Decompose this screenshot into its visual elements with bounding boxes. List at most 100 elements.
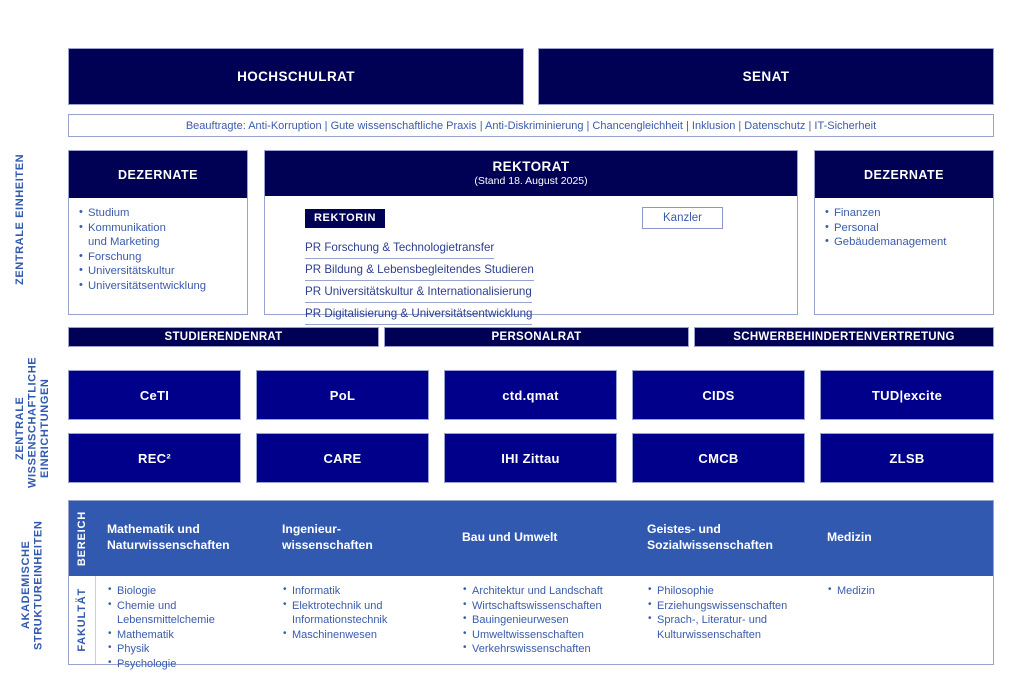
list-item: Finanzen (825, 205, 983, 221)
list-item: Biologie (108, 583, 265, 599)
prorektorat-row: PR Forschung & Technologietransfer (305, 237, 781, 259)
list-item: Erziehungswissenschaften (648, 598, 810, 614)
list-item: Sprach-, Literatur- und (648, 612, 810, 628)
box-zwe-zlsb[interactable]: ZLSB (820, 433, 994, 483)
list-item: Informatik (283, 583, 445, 599)
prorektorat-row: PR Digitalisierung & Universitätsentwick… (305, 303, 781, 325)
rektorat-subtitle: (Stand 18. August 2025) (474, 175, 588, 187)
academic-header-row: BEREICH Mathematik und Naturwissenschaft… (69, 501, 993, 576)
prorektorat-row: PR Universitätskultur & Internationalisi… (305, 281, 781, 303)
list-item: Verkehrswissenschaften (463, 641, 630, 657)
list-item: Universitätsentwicklung (79, 278, 237, 294)
head-line-1: Medizin (827, 530, 872, 544)
faculty-list: Biologie Chemie und Lebensmittelchemie M… (108, 583, 265, 671)
box-kanzler[interactable]: Kanzler (642, 207, 723, 229)
faculty-list-wrap: Philosophie Erziehungswissenschaften Spr… (636, 576, 816, 642)
box-zwe-care[interactable]: CARE (256, 433, 429, 483)
faculty-list: Architektur und Landschaft Wirtschaftswi… (463, 583, 630, 657)
list-item: Informationstechnik (292, 614, 388, 626)
list-item: Mathematik (108, 627, 265, 643)
section-label-zentrale-einheiten: ZENTRALE EINHEITEN (14, 153, 26, 286)
box-zwe-ihi-zittau[interactable]: IHI Zittau (444, 433, 617, 483)
prorektorat-item[interactable]: PR Universitätskultur & Internationalisi… (305, 282, 532, 303)
list-item: Gebäudemanagement (825, 234, 983, 250)
academic-col-head-text: Ingenieur- wissenschaften (270, 501, 450, 553)
side-label-bereich-text: BEREICH (76, 510, 88, 567)
box-zwe-rec2[interactable]: REC² (68, 433, 241, 483)
box-studierendenrat[interactable]: STUDIERENDENRAT (68, 327, 379, 347)
dezernate-right-list: Finanzen Personal Gebäudemanagement (825, 205, 983, 250)
prorektorat-item[interactable]: PR Forschung & Technologietransfer (305, 238, 495, 259)
rektorat-title: REKTORAT (492, 159, 570, 174)
section-label-akademische-struktureinheiten: AKADEMISCHE STRUKTUREINHEITEN (20, 520, 45, 650)
section-label-zentrale-wiss-einrichtungen: ZENTRALE WISSENSCHAFTLICHE EINRICHTUNGEN (14, 356, 51, 488)
list-item: und Marketing (88, 236, 160, 249)
head-line-1: Ingenieur- (282, 522, 341, 536)
list-item: Physik (108, 641, 265, 657)
faculty-list-wrap: Biologie Chemie und Lebensmittelchemie M… (96, 576, 271, 671)
list-item: Philosophie (648, 583, 810, 599)
list-item: Kulturwissenschaften (657, 628, 761, 641)
box-personalrat[interactable]: PERSONALRAT (384, 327, 689, 347)
box-zwe-pol[interactable]: PoL (256, 370, 429, 420)
list-item: Medizin (828, 583, 987, 599)
academic-col-head[interactable]: Ingenieur- wissenschaften (270, 501, 450, 576)
box-beauftragte[interactable]: Beauftragte: Anti-Korruption | Gute wiss… (68, 114, 994, 137)
box-zwe-ctdqmat[interactable]: ctd.qmat (444, 370, 617, 420)
box-schwerbehindertenvertretung[interactable]: SCHWERBEHINDERTENVERTRETUNG (694, 327, 994, 347)
list-item: Studium (79, 205, 237, 221)
box-zwe-cids[interactable]: CIDS (632, 370, 805, 420)
box-zwe-tudexcite[interactable]: TUD|excite (820, 370, 994, 420)
academic-col-body: Informatik Elektrotechnik und Informatio… (271, 576, 451, 664)
box-hochschulrat[interactable]: HOCHSCHULRAT (68, 48, 524, 105)
list-item: Umweltwissenschaften (463, 627, 630, 643)
head-line-2: wissenschaften (282, 538, 373, 552)
list-item: Personal (825, 220, 983, 236)
academic-col-head[interactable]: Geistes- und Sozialwissenschaften (635, 501, 815, 576)
dezernate-right-body: Finanzen Personal Gebäudemanagement (815, 198, 993, 256)
prorektorat-item[interactable]: PR Bildung & Lebensbegleitendes Studiere… (305, 260, 534, 281)
academic-col-head-text: Medizin (815, 501, 993, 545)
head-line-1: Mathematik und (107, 522, 200, 536)
box-zwe-ceti[interactable]: CeTI (68, 370, 241, 420)
side-label-fakultaet-text: FAKULTÄT (76, 588, 88, 652)
academic-col-head-text: Bau und Umwelt (450, 501, 635, 545)
academic-col-head[interactable]: Mathematik und Naturwissenschaften (95, 501, 270, 576)
academic-col-head[interactable]: Medizin (815, 501, 993, 576)
box-rektorat[interactable]: REKTORAT (Stand 18. August 2025) REKTORI… (264, 150, 798, 325)
side-label-fakultaet: FAKULTÄT (69, 576, 96, 664)
faculty-list: Medizin (828, 583, 987, 599)
academic-body-row: FAKULTÄT Biologie Chemie und Lebensmitte… (69, 576, 993, 670)
prorektorat-item[interactable]: PR Digitalisierung & Universitätsentwick… (305, 304, 533, 325)
academic-col-body: Biologie Chemie und Lebensmittelchemie M… (96, 576, 271, 670)
list-item: Bauingenieurwesen (463, 612, 630, 628)
faculty-list: Informatik Elektrotechnik und Informatio… (283, 583, 445, 643)
head-line-2: Naturwissenschaften (107, 538, 230, 552)
box-dezernate-right[interactable]: DEZERNATE Finanzen Personal Gebäudemanag… (814, 150, 994, 315)
rektorat-header: REKTORAT (Stand 18. August 2025) (265, 151, 797, 196)
academic-header-columns: Mathematik und Naturwissenschaften Ingen… (95, 501, 993, 576)
academic-col-head-text: Geistes- und Sozialwissenschaften (635, 501, 815, 553)
dezernate-right-title: DEZERNATE (815, 151, 993, 198)
box-zwe-cmcb[interactable]: CMCB (632, 433, 805, 483)
list-item: Wirtschaftswissenschaften (463, 598, 630, 614)
list-item: Elektrotechnik und (283, 598, 445, 614)
academic-body-columns: Biologie Chemie und Lebensmittelchemie M… (96, 576, 993, 670)
prorektorate-list: PR Forschung & Technologietransfer PR Bi… (305, 237, 781, 325)
rektorat-body: REKTORIN Kanzler PR Forschung & Technolo… (265, 196, 797, 325)
faculty-list-wrap: Medizin (816, 576, 993, 599)
academic-col-body: Architektur und Landschaft Wirtschaftswi… (451, 576, 636, 664)
list-item: Architektur und Landschaft (463, 583, 630, 599)
side-label-bereich: BEREICH (69, 501, 95, 576)
faculty-list-wrap: Architektur und Landschaft Wirtschaftswi… (451, 576, 636, 657)
box-dezernate-left[interactable]: DEZERNATE Studium Kommunikation und Mark… (68, 150, 248, 315)
list-item: Forschung (79, 249, 237, 265)
head-line-1: Geistes- und (647, 522, 721, 536)
faculty-list: Philosophie Erziehungswissenschaften Spr… (648, 583, 810, 642)
list-item: Maschinenwesen (283, 627, 445, 643)
box-senat[interactable]: SENAT (538, 48, 994, 105)
badge-rektorin[interactable]: REKTORIN (305, 209, 386, 228)
dezernate-left-list: Studium Kommunikation und Marketing Fors… (79, 205, 237, 294)
academic-col-head[interactable]: Bau und Umwelt (450, 501, 635, 576)
